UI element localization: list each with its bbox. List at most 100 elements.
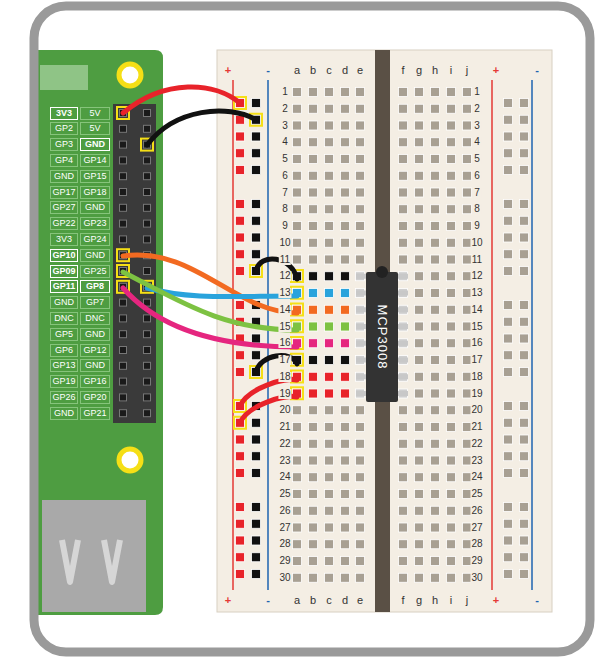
- column-label: a: [294, 65, 300, 76]
- breadboard-hole: [520, 452, 529, 461]
- row-number: 11: [279, 255, 291, 265]
- breadboard-hole: [293, 423, 302, 432]
- breadboard-hole: [236, 166, 245, 175]
- header-pin: [120, 204, 127, 211]
- breadboard-hole: [236, 301, 245, 310]
- breadboard-hole: [325, 272, 334, 281]
- breadboard-hole: [431, 88, 440, 97]
- breadboard-hole: [520, 402, 529, 411]
- breadboard-hole: [399, 406, 408, 415]
- breadboard-hole: [415, 356, 424, 365]
- breadboard-hole: [415, 188, 424, 197]
- breadboard-hole: [309, 289, 318, 298]
- breadboard-hole: [520, 469, 529, 478]
- row-number: 13: [470, 288, 483, 298]
- breadboard-hole: [341, 523, 350, 532]
- breadboard-hole: [293, 188, 302, 197]
- pin-label: GND: [50, 296, 78, 309]
- breadboard-hole: [415, 573, 424, 582]
- breadboard-hole: [415, 322, 424, 331]
- pin-label: GP19: [50, 375, 78, 388]
- breadboard-hole: [309, 423, 318, 432]
- header-pin: [120, 362, 127, 369]
- breadboard-hole: [399, 238, 408, 247]
- breadboard-hole: [341, 473, 350, 482]
- row-number: 5: [473, 154, 481, 164]
- header-pin: [144, 204, 151, 211]
- row-number: 4: [473, 137, 481, 147]
- breadboard-hole: [504, 132, 513, 141]
- breadboard-hole: [356, 255, 365, 264]
- breadboard-hole: [356, 121, 365, 130]
- breadboard-hole: [325, 473, 334, 482]
- breadboard-hole: [293, 490, 302, 499]
- breadboard-hole: [447, 305, 456, 314]
- breadboard-hole: [341, 339, 350, 348]
- breadboard-hole: [415, 121, 424, 130]
- breadboard-hole: [504, 200, 513, 209]
- pin-label: GP09: [50, 265, 78, 278]
- breadboard-hole: [293, 222, 302, 231]
- row-number: 13: [278, 288, 291, 298]
- breadboard-hole: [520, 216, 529, 225]
- header-pin: [144, 347, 151, 354]
- breadboard-hole: [293, 456, 302, 465]
- column-label: -: [535, 65, 539, 76]
- breadboard-hole: [520, 267, 529, 276]
- breadboard-hole: [415, 540, 424, 549]
- breadboard-hole: [431, 573, 440, 582]
- row-number: 14: [278, 305, 291, 315]
- breadboard-hole: [293, 155, 302, 164]
- breadboard-hole: [447, 121, 456, 130]
- breadboard-hole: [325, 238, 334, 247]
- row-number: 1: [281, 87, 289, 97]
- pin-label: GND: [50, 170, 78, 183]
- breadboard-hole: [431, 506, 440, 515]
- chip-body: MCP3008: [366, 272, 398, 402]
- breadboard-hole: [236, 503, 245, 512]
- breadboard-hole: [356, 188, 365, 197]
- breadboard-hole: [252, 149, 261, 158]
- breadboard-hole: [447, 389, 456, 398]
- breadboard-hole: [520, 166, 529, 175]
- breadboard-hole: [252, 570, 261, 579]
- breadboard-hole: [325, 372, 334, 381]
- pin-label: GP10: [50, 249, 78, 262]
- breadboard-hole: [356, 523, 365, 532]
- row-number: 21: [470, 422, 483, 432]
- wire: [123, 288, 297, 347]
- breadboard-hole: [399, 138, 408, 147]
- breadboard-hole: [447, 205, 456, 214]
- breadboard-hole: [341, 573, 350, 582]
- breadboard-hole: [447, 523, 456, 532]
- breadboard-hole: [356, 406, 365, 415]
- breadboard-hole: [431, 339, 440, 348]
- breadboard-hole: [399, 188, 408, 197]
- breadboard-hole: [463, 155, 472, 164]
- header-pin: [120, 236, 127, 243]
- chip-notch: [376, 266, 388, 278]
- breadboard-hole: [463, 121, 472, 130]
- breadboard-hole: [447, 540, 456, 549]
- breadboard-hole: [447, 406, 456, 415]
- row-number: 20: [278, 405, 291, 415]
- breadboard-hole: [341, 389, 350, 398]
- breadboard-hole: [520, 503, 529, 512]
- breadboard-hole: [520, 418, 529, 427]
- chip-label: MCP3008: [375, 305, 390, 370]
- row-number: 2: [281, 104, 289, 114]
- pin-label: 3V3: [50, 107, 78, 120]
- breadboard-hole: [341, 289, 350, 298]
- breadboard-hole: [399, 255, 408, 264]
- breadboard-hole: [463, 205, 472, 214]
- row-number: 6: [281, 171, 289, 181]
- pin-label: GP15: [80, 170, 110, 183]
- wire: [147, 111, 256, 145]
- row-number: 23: [470, 456, 483, 466]
- row-number: 6: [473, 171, 481, 181]
- pin-label: GP2: [50, 122, 78, 135]
- row-number: 26: [470, 506, 483, 516]
- breadboard-hole: [252, 250, 261, 259]
- row-number: 22: [470, 439, 483, 449]
- breadboard-hole: [309, 506, 318, 515]
